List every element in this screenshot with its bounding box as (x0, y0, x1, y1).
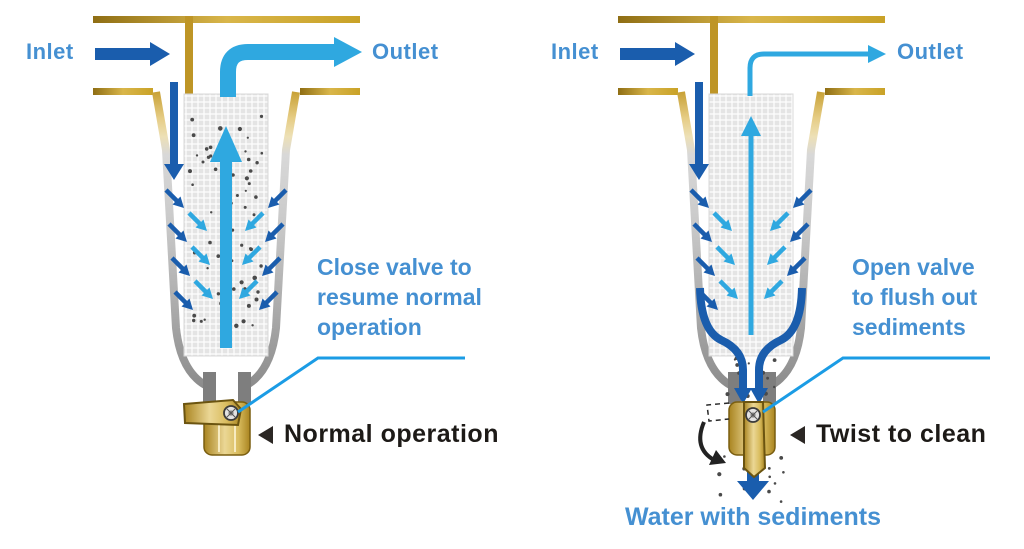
left-housing-wall-left (152, 91, 211, 391)
right-neck-stub-right (763, 372, 776, 404)
right-inlet-arrow (620, 42, 695, 66)
right-pipes (618, 16, 885, 96)
right-flush-flow-arrows (696, 287, 806, 404)
right-housing-wall-left (677, 91, 736, 391)
left-status-label: Normal operation (284, 420, 499, 448)
left-callout-text: Close valve to resume normal operation (317, 254, 482, 340)
right-status-label: Twist to clean (816, 420, 987, 448)
left-inlet-down-arrow (164, 82, 184, 180)
left-pointer-triangle-icon (258, 425, 273, 444)
right-vertical-pipe (710, 16, 718, 96)
right-callout-text: Open valve to flush out sediments (852, 254, 978, 340)
left-valve (182, 398, 251, 456)
right-callout-line (762, 356, 990, 414)
left-outlet-label: Outlet (372, 39, 439, 64)
right-valve-handle-ghost (706, 402, 730, 422)
left-vertical-pipe (185, 16, 193, 96)
left-lower-pipe-left (93, 88, 153, 95)
left-outlet-arrow (220, 37, 362, 97)
left-filter-diagram (93, 16, 465, 456)
left-pipes (93, 16, 360, 96)
left-neck-stub-left (203, 372, 216, 404)
left-neck-stub-right (238, 372, 251, 404)
right-valve-screw (745, 407, 761, 423)
right-valve (698, 401, 776, 479)
right-lower-pipe-right (825, 88, 885, 95)
left-inlet-arrow (95, 42, 170, 66)
right-lower-pipe-left (618, 88, 678, 95)
left-top-pipe (93, 16, 360, 23)
left-lower-pipe-right (300, 88, 360, 95)
right-center-up-arrow (741, 116, 761, 335)
right-inlet-down-arrow (689, 82, 709, 180)
right-filter-diagram (618, 16, 990, 503)
water-with-sediments-label: Water with sediments (624, 503, 882, 531)
left-status: Normal operation (258, 420, 499, 449)
right-outlet-arrow (747, 45, 886, 96)
twist-rotation-arrow (698, 421, 726, 465)
right-outlet-label: Outlet (897, 39, 964, 64)
right-top-pipe (618, 16, 885, 23)
right-status: Twist to clean (790, 420, 986, 449)
right-pointer-triangle-icon (790, 425, 805, 444)
left-callout-line (237, 356, 465, 414)
left-valve-screw (223, 405, 239, 421)
right-inlet-label: Inlet (551, 39, 599, 64)
left-inlet-label: Inlet (26, 39, 74, 64)
left-center-up-arrow (210, 126, 242, 348)
